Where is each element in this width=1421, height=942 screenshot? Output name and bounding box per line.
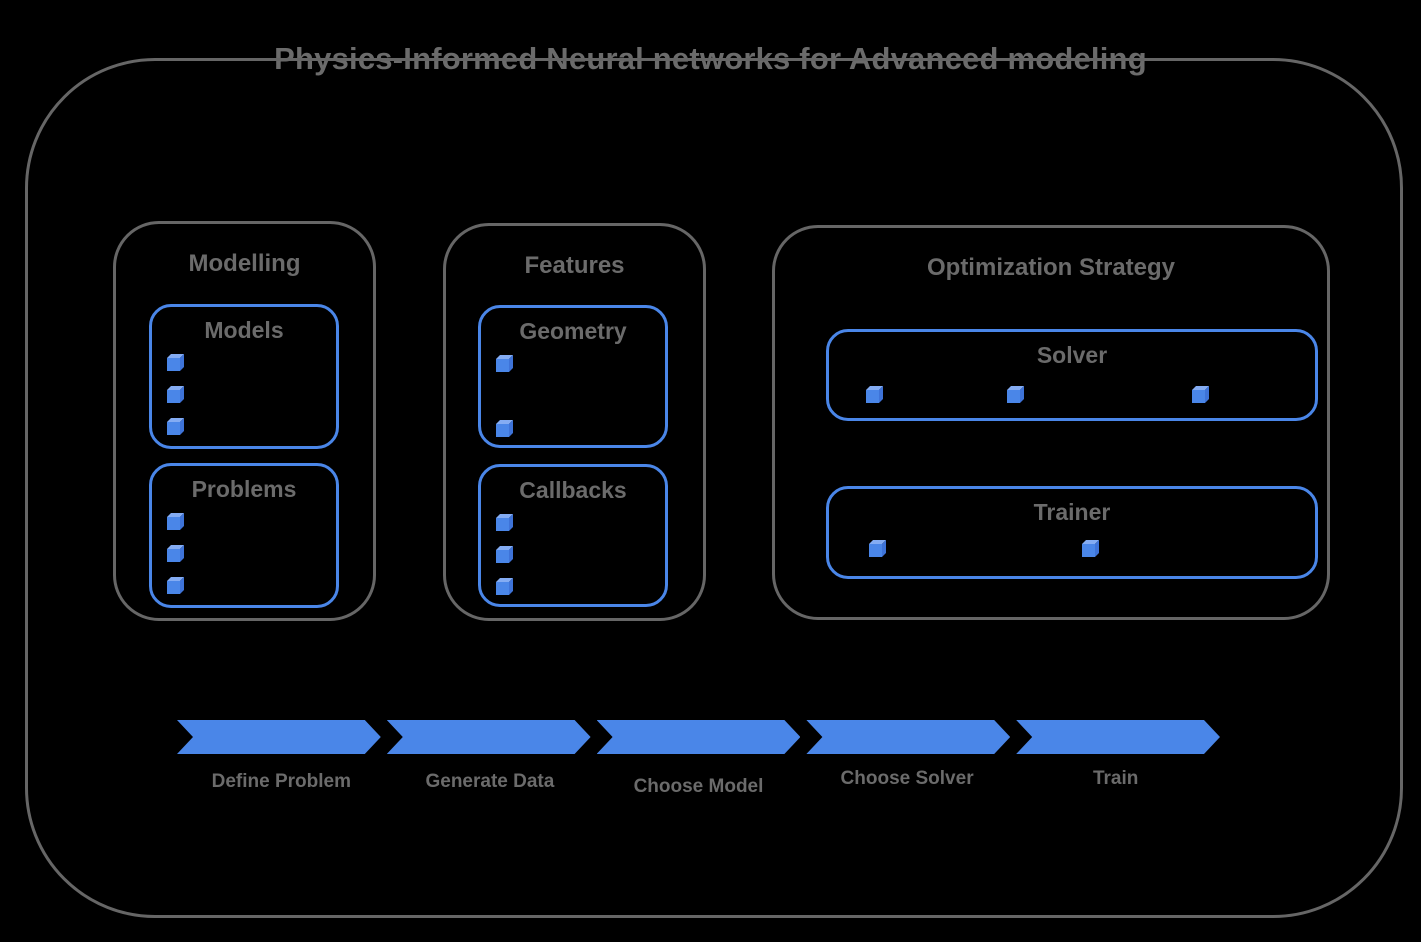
models-bullet-list <box>167 354 184 435</box>
flow-step-label: Generate Data <box>425 771 555 792</box>
outer-frame: Modelling Models Problems Features Geome… <box>25 58 1403 918</box>
cube-bullet-icon <box>496 514 513 531</box>
flow-step-label: Train <box>1092 768 1139 789</box>
flow-step-label: Choose Model <box>633 776 764 797</box>
box-geometry: Geometry <box>478 305 668 448</box>
box-geometry-label: Geometry <box>519 318 627 344</box>
trainer-bullet-list <box>869 540 1099 557</box>
group-features-title: Features <box>524 252 625 279</box>
arrow-segment-train <box>1016 720 1220 754</box>
cube-bullet-icon <box>1007 386 1024 403</box>
cube-bullet-icon <box>1192 386 1209 403</box>
cube-bullet-icon <box>167 386 184 403</box>
callbacks-bullet-list <box>496 514 513 595</box>
problems-bullet-list <box>167 513 184 594</box>
arrow-segment-generate-data <box>387 720 591 754</box>
flow-step-label: Define Problem <box>211 771 351 792</box>
group-modelling-title: Modelling <box>188 250 301 277</box>
cube-bullet-icon <box>167 354 184 371</box>
box-trainer: Trainer <box>826 486 1318 579</box>
box-callbacks-label: Callbacks <box>519 477 627 503</box>
group-optimization-strategy-title: Optimization Strategy <box>926 254 1176 281</box>
box-solver-label: Solver <box>1036 342 1108 368</box>
box-problems: Problems <box>149 463 339 608</box>
cube-bullet-icon <box>167 577 184 594</box>
box-problems-label: Problems <box>191 476 297 502</box>
group-modelling: Modelling Models Problems <box>113 221 376 621</box>
group-features: Features Geometry Callbacks <box>443 223 706 621</box>
process-flow-arrow <box>177 720 1220 754</box>
flow-step-label: Choose Solver <box>840 768 974 789</box>
cube-bullet-icon <box>496 355 513 372</box>
box-callbacks: Callbacks <box>478 464 668 607</box>
arrow-segment-define-problem <box>177 720 381 754</box>
box-models-label: Models <box>204 317 284 343</box>
arrow-segment-choose-solver <box>806 720 1010 754</box>
geometry-bullet-list <box>496 355 513 437</box>
process-flow-labels: Define Problem Generate Data Choose Mode… <box>177 768 1220 797</box>
cube-bullet-icon <box>167 545 184 562</box>
cube-bullet-icon <box>167 513 184 530</box>
box-trainer-label: Trainer <box>1033 499 1111 525</box>
cube-bullet-icon <box>496 546 513 563</box>
cube-bullet-icon <box>869 540 886 557</box>
cube-bullet-icon <box>1082 540 1099 557</box>
cube-bullet-icon <box>866 386 883 403</box>
cube-bullet-icon <box>167 418 184 435</box>
solver-bullet-list <box>866 386 1209 403</box>
group-optimization-strategy: Optimization Strategy Solver Trainer <box>772 225 1330 620</box>
cube-bullet-icon <box>496 578 513 595</box>
box-models: Models <box>149 304 339 449</box>
box-solver: Solver <box>826 329 1318 421</box>
arrow-segment-choose-model <box>597 720 801 754</box>
cube-bullet-icon <box>496 420 513 437</box>
